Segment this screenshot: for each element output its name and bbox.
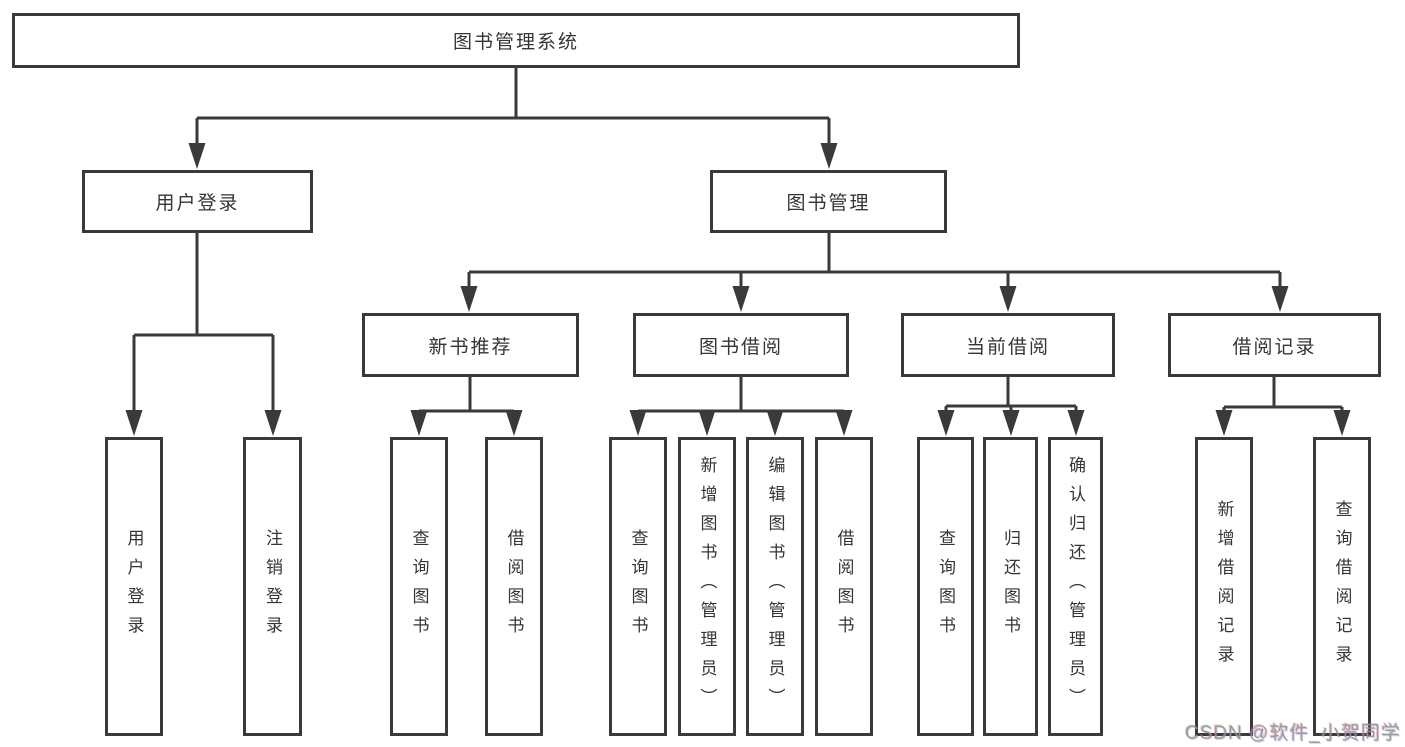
node-current-borrowing: 当前借阅 <box>901 313 1115 377</box>
leaf-borrow-books-recommend: 借阅图书 <box>485 437 543 736</box>
node-library-management-system: 图书管理系统 <box>12 13 1020 68</box>
leaf-user-login: 用户登录 <box>105 437 163 736</box>
node-user-login: 用户登录 <box>82 170 313 233</box>
leaf-query-borrow-record: 查询借阅记录 <box>1313 437 1371 736</box>
leaf-borrow-books: 借阅图书 <box>815 437 873 736</box>
leaf-add-borrow-record: 新增借阅记录 <box>1195 437 1253 736</box>
leaf-edit-books-admin: 编辑图书（管理员） <box>746 437 804 736</box>
node-book-management: 图书管理 <box>710 170 947 233</box>
leaf-add-books-admin: 新增图书（管理员） <box>678 437 736 736</box>
leaf-query-books-recommend: 查询图书 <box>390 437 448 736</box>
leaf-confirm-return-admin: 确认归还（管理员） <box>1048 437 1103 736</box>
leaf-query-books-borrow: 查询图书 <box>609 437 667 736</box>
node-book-borrowing: 图书借阅 <box>633 313 849 377</box>
node-new-book-recommendation: 新书推荐 <box>362 313 579 377</box>
csdn-watermark: CSDN @软件_小贺同学 <box>1185 723 1401 744</box>
leaf-logout: 注销登录 <box>243 437 302 736</box>
node-borrowing-records: 借阅记录 <box>1168 313 1381 377</box>
leaf-query-books-current: 查询图书 <box>917 437 974 736</box>
leaf-return-books: 归还图书 <box>983 437 1038 736</box>
